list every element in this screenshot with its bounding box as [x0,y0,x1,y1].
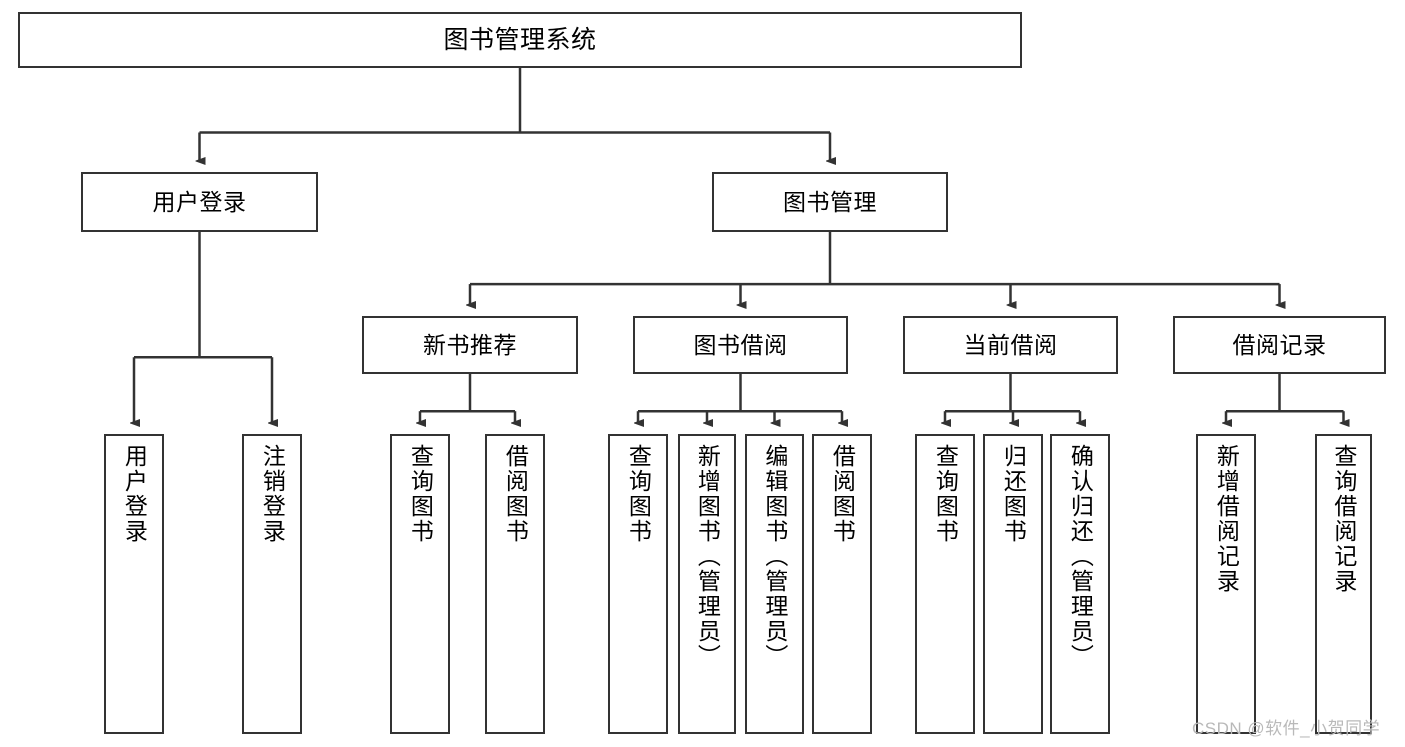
watermark: CSDN @软件_小贺同学 [1192,719,1381,738]
node-new-book-recommend[interactable]: 新书推荐 [362,316,578,374]
node-leaf-edit-book-admin[interactable]: 编辑图书（管理员） [745,434,804,734]
node-label: 用户登录 [121,444,148,544]
node-label: 归还图书 [1000,444,1027,544]
node-label: 新增图书（管理员） [694,444,721,669]
node-label: 借阅图书 [502,444,529,544]
node-label: 查询借阅记录 [1330,444,1357,594]
node-label: 确认归还（管理员） [1067,444,1094,669]
node-leaf-borrow-book-1[interactable]: 借阅图书 [485,434,545,734]
node-leaf-user-login[interactable]: 用户登录 [104,434,164,734]
node-label: 查询图书 [625,444,652,544]
node-leaf-query-book-3[interactable]: 查询图书 [915,434,975,734]
node-label: 当前借阅 [963,331,1058,358]
node-label: 用户登录 [152,188,247,215]
node-book-management[interactable]: 图书管理 [712,172,948,232]
node-leaf-query-book-1[interactable]: 查询图书 [390,434,450,734]
node-label: 借阅记录 [1232,331,1327,358]
node-leaf-return-book[interactable]: 归还图书 [983,434,1043,734]
node-label: 图书借阅 [693,331,788,358]
node-leaf-logout[interactable]: 注销登录 [242,434,302,734]
node-label: 编辑图书（管理员） [761,444,788,669]
node-label: 查询图书 [407,444,434,544]
node-user-login[interactable]: 用户登录 [81,172,318,232]
node-current-borrow[interactable]: 当前借阅 [903,316,1118,374]
node-label: 注销登录 [259,444,286,544]
node-label: 新书推荐 [423,331,517,358]
node-label: 图书管理 [783,188,877,215]
node-leaf-query-borrow-record[interactable]: 查询借阅记录 [1315,434,1372,734]
node-root[interactable]: 图书管理系统 [18,12,1022,68]
node-leaf-add-borrow-record[interactable]: 新增借阅记录 [1196,434,1256,734]
node-leaf-confirm-return-admin[interactable]: 确认归还（管理员） [1050,434,1110,734]
node-label: 图书管理系统 [443,25,597,54]
node-label: 借阅图书 [829,444,856,544]
node-leaf-borrow-book-2[interactable]: 借阅图书 [812,434,872,734]
node-label: 新增借阅记录 [1213,444,1240,594]
node-leaf-add-book-admin[interactable]: 新增图书（管理员） [678,434,736,734]
node-book-borrow[interactable]: 图书借阅 [633,316,848,374]
node-borrow-records[interactable]: 借阅记录 [1173,316,1386,374]
node-label: 查询图书 [932,444,959,544]
node-leaf-query-book-2[interactable]: 查询图书 [608,434,668,734]
